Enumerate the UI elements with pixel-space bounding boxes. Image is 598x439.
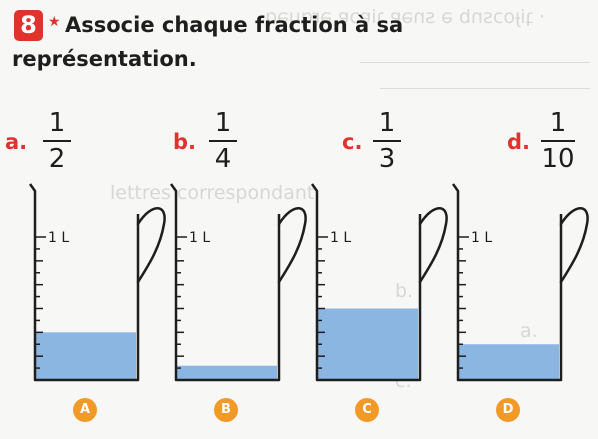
fraction-bar — [373, 140, 401, 142]
exercise-title-line2: représentation. — [12, 47, 197, 71]
bleed-through-text: a. — [520, 320, 538, 342]
fraction-value: 1 2 — [39, 108, 75, 174]
bleed-through-text: lettres correspondant — [110, 182, 315, 204]
difficulty-star-icon: ★ — [48, 14, 61, 30]
jug-label-b: B — [214, 398, 238, 422]
fraction-value: 1 3 — [369, 108, 405, 174]
fraction-letter: b. — [173, 130, 197, 154]
jug-label-c: C — [355, 398, 379, 422]
fraction-bar — [209, 140, 237, 142]
jug-capacity-label: 1 L — [189, 230, 210, 246]
jug-capacity-label: 1 L — [471, 230, 492, 246]
jug-capacity-label: 1 L — [48, 230, 69, 246]
fraction-bar — [541, 140, 575, 142]
jug-water-c — [317, 308, 418, 380]
jug-handle-c — [418, 207, 448, 284]
jug-handle-d — [559, 207, 589, 284]
jug-label-a: A — [73, 398, 97, 422]
exercise-title-line1: Associe chaque fraction à sa — [65, 13, 404, 37]
jug-handle-b — [277, 207, 307, 284]
fraction-letter: a. — [5, 130, 28, 154]
fraction-value: 1 4 — [205, 108, 241, 174]
exercise-number-badge: 8 — [14, 10, 43, 41]
fraction-denominator: 3 — [378, 144, 396, 174]
fraction-denominator: 4 — [214, 144, 232, 174]
fraction-bar — [43, 140, 71, 142]
fraction-numerator: 1 — [378, 108, 396, 138]
jug-water-a — [35, 332, 136, 380]
fraction-letter: d. — [507, 130, 531, 154]
fraction-letter: c. — [342, 130, 363, 154]
jug-handle-a — [136, 207, 166, 284]
jug-water-b — [176, 365, 277, 380]
fraction-numerator: 1 — [48, 108, 66, 138]
fraction-numerator: 1 — [214, 108, 232, 138]
bleed-through-text: b. — [395, 280, 414, 302]
fraction-value: 1 10 — [537, 108, 579, 174]
fraction-numerator: 1 — [549, 108, 567, 138]
fraction-denominator: 10 — [541, 144, 575, 174]
jug-label-d: D — [496, 398, 520, 422]
bleed-through-rule — [360, 62, 590, 63]
fraction-denominator: 2 — [48, 144, 66, 174]
jug-outline-b — [169, 183, 281, 382]
jug-capacity-label: 1 L — [330, 230, 351, 246]
jug-water-d — [458, 344, 559, 380]
bleed-through-rule — [380, 88, 590, 89]
